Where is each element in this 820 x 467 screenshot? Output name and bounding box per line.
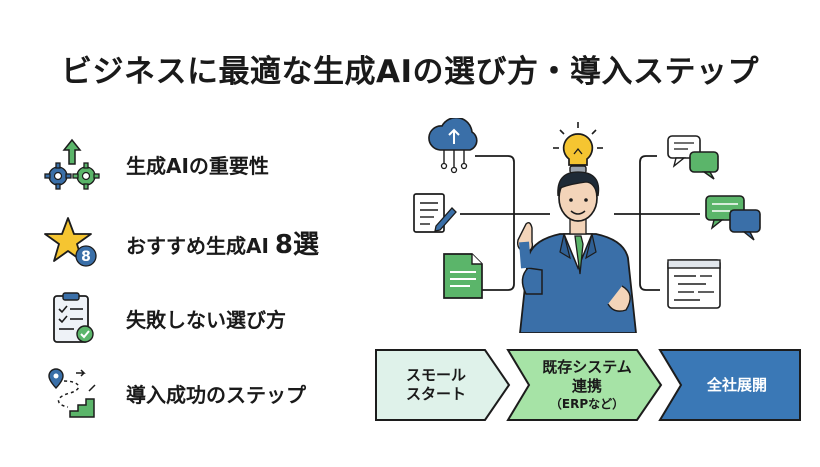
list-label: 失敗しない選び方	[126, 307, 286, 332]
green-document-icon	[443, 253, 483, 299]
businessman-illustration	[516, 171, 637, 333]
step-arrow-shape	[506, 349, 663, 421]
ai-hub-diagram	[413, 118, 761, 333]
step-company-wide: 全社展開	[657, 347, 803, 423]
step-label: 全社展開	[706, 375, 767, 394]
list-label: 導入成功のステップ	[126, 382, 306, 407]
step-label: スモール スタート	[405, 366, 466, 403]
rollout-steps: スモール スタート 既存システム 連携 （ERPなど） 全社展開	[373, 347, 803, 423]
document-edit-icon	[413, 193, 457, 233]
message-bubbles-icon	[705, 195, 761, 241]
route-stairs-icon	[48, 368, 96, 418]
step-label: 既存システム 連携 （ERPなど）	[542, 358, 632, 411]
step-small-start: スモール スタート	[373, 347, 513, 423]
gears-arrow-up-icon	[44, 138, 100, 190]
page-title: ビジネスに最適な生成AIの選び方・導入ステップ	[60, 54, 760, 90]
list-item-importance: 生成AIの重要性	[40, 136, 370, 192]
svg-text:8: 8	[81, 249, 91, 265]
chat-bubbles-icon	[667, 135, 719, 180]
step-arrow-shape	[375, 349, 511, 421]
star-eight-icon: 8	[44, 217, 97, 267]
step-system-integration: 既存システム 連携 （ERPなど）	[505, 347, 665, 423]
list-item-selection: 失敗しない選び方	[40, 290, 370, 346]
lightbulb-icon	[553, 122, 603, 174]
cloud-network-icon	[428, 118, 478, 174]
list-label: 生成AIの重要性	[126, 153, 269, 178]
code-window-icon	[667, 259, 721, 309]
checklist-clipboard-icon	[53, 292, 94, 343]
step-arrow-shape	[658, 349, 801, 421]
list-item-steps: 導入成功のステップ	[40, 365, 370, 421]
